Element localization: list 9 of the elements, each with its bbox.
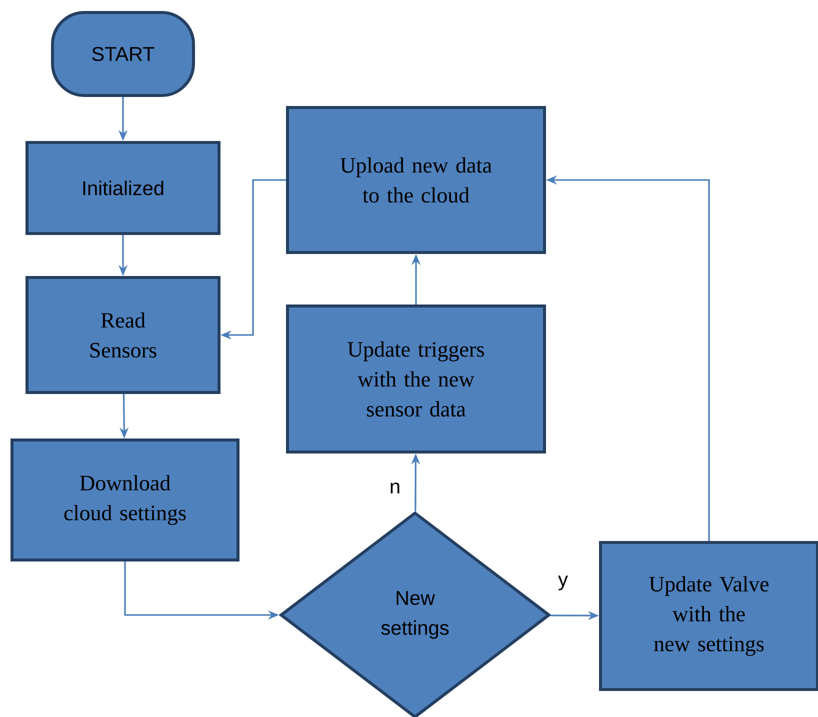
process-box: Update triggers with the new sensor data (286, 304, 546, 454)
edge-label: y (557, 574, 569, 592)
process-box: Update Valve with the new settings (599, 541, 818, 691)
process-box: Initialized (26, 141, 220, 235)
process-box: Read Sensors (26, 276, 220, 394)
process-box: Upload new data to the cloud (286, 106, 546, 254)
edge-label: n (388, 482, 402, 494)
start-terminal: START (51, 11, 195, 97)
process-box: Download cloud settings (10, 438, 240, 562)
